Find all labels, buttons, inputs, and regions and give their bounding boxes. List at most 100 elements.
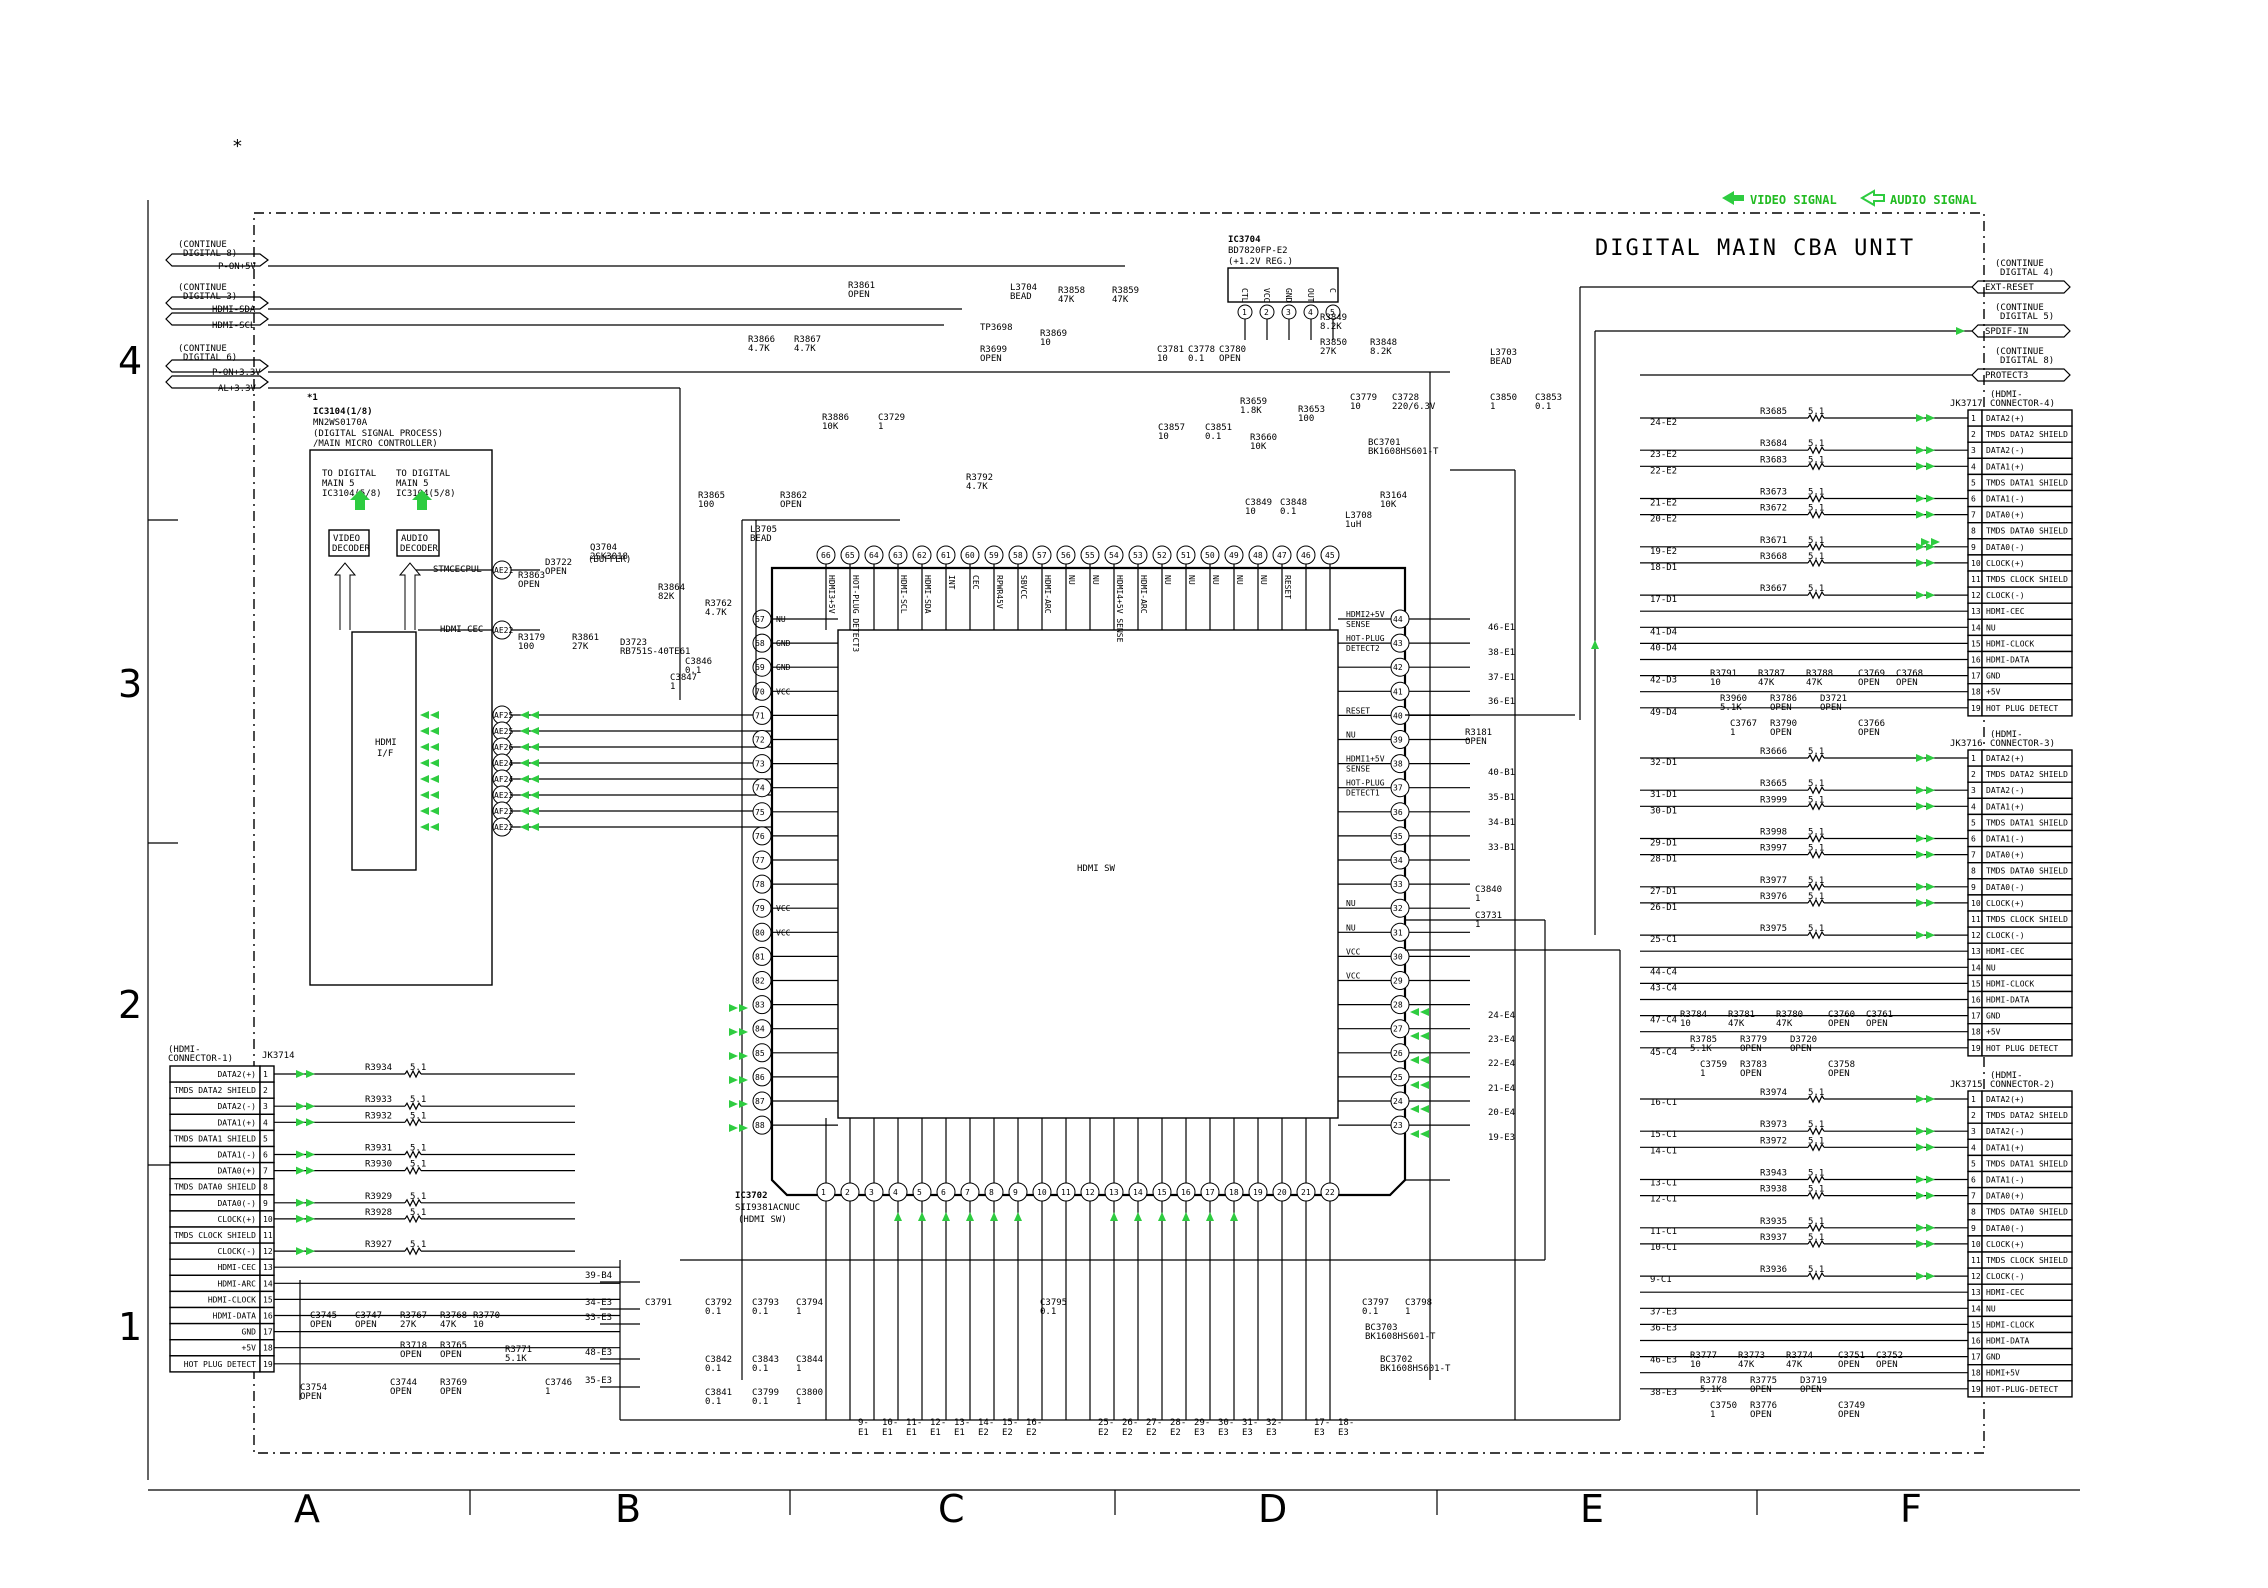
component-ref: R3850 [1320,338,1347,348]
component-ref: C3849 [1245,498,1272,508]
part-ref: C3769 [1858,669,1885,679]
ic3702-top-pin-label: 59 [989,551,999,560]
resistor-value: 5.1 [410,1240,426,1250]
connector-pin-number: 8 [1971,867,1976,876]
resistor-ref: R3975 [1760,924,1787,934]
connector-pin-name: TMDS DATA2 SHIELD [1986,1111,2068,1120]
component-ref: R3865 [698,491,725,501]
connector-pin-name: DATA0(+) [1986,1192,2025,1201]
component-value: 100 [698,500,714,510]
signal-arrow-icon [1916,898,1925,907]
resistor-symbol [404,1117,422,1127]
component-ref: L3704 [1010,283,1037,293]
resistor-ref: R3937 [1760,1233,1787,1243]
resistor-symbol [1807,1175,1825,1184]
net-flag [165,375,269,389]
connector-pin-name: HDMI-ARC [217,1279,256,1288]
signal-arrow-icon [1926,1239,1935,1248]
ic-right-wire-labels: 46-E138-E137-E136-E140-B135-B134-B133-B1… [1410,623,1515,1143]
ic3702-left-pin-label: 82 [755,977,765,986]
wire-label: 34-E3 [585,1298,612,1308]
ic3702-bottom-pin-label: 7 [965,1188,970,1197]
signal-arrow-icon [1926,1191,1935,1200]
signal-arrow-icon [430,823,439,831]
connector-pin-name: DATA2(+) [1986,414,2025,423]
capacitor-ref: C3792 [705,1298,732,1308]
connector-pin-number: 3 [1971,1127,1976,1136]
component-ref: C3853 [1535,393,1562,403]
signal-arrow-icon [1158,1212,1166,1221]
wire-label: 33-E3 [585,1313,612,1323]
component-value: 8.2K [1370,347,1392,357]
part-ref: C3750 [1710,1401,1737,1411]
component-ref: C3848 [1280,498,1307,508]
component-value: BEAD [1010,292,1032,302]
signal-arrow-icon [420,791,429,799]
ic3702-left-pin-label: 80 [755,928,765,937]
resistor-value: 5.1 [410,1192,426,1202]
ic3702-bottom-pin-label: 9 [1013,1188,1018,1197]
ic3702-right-pin-label: 23 [1393,1121,1403,1130]
component-ref: C3846 [685,657,712,667]
resistor-value: 5.1 [1808,407,1824,417]
wire-label: 20-E4 [1488,1108,1515,1118]
ic3702-name: IC3702 [735,1191,768,1201]
ic3702-top-pin-label: 62 [917,551,927,560]
left-bottom-parts: C3745OPENC3747OPENR376727KR376847KR37701… [299,1280,572,1402]
component-ref: L3708 [1345,511,1372,521]
ic3702-top-pin-label: 48 [1253,551,1263,560]
ic3702-left-pin-name: GND [776,639,791,648]
component-value: 10 [1245,507,1256,517]
connector-pin-name: TMDS CLOCK SHIELD [1986,915,2068,924]
connector-pin-number: 3 [263,1102,268,1111]
signal-arrow-icon [1916,542,1925,551]
ic3702-right-pin-name: HOT-PLUG [1346,779,1385,788]
connector-pin-number: 9 [263,1199,268,1208]
net-label-spdif-in: SPDIF-IN [1985,327,2028,337]
row-number-4: 4 [118,339,142,383]
video-decoder-block [328,529,370,557]
part-value: 10 [1710,678,1721,688]
wire-label: 22-E2 [1650,466,1677,476]
ic3702-desc: (HDMI SW) [738,1215,787,1225]
note-mark: *1 [307,393,318,403]
connector-pin-number: 8 [1971,527,1976,536]
wire-label: E2 [1122,1428,1133,1438]
ic3702-right-pin-label: 31 [1393,928,1403,937]
part-value: OPEN [400,1350,422,1360]
signal-arrow-icon [420,759,429,767]
signal-arrow-icon [1916,1127,1925,1136]
ic3702-right-pin-name: SENSE [1346,765,1370,774]
signal-arrow-icon [739,1028,748,1036]
part-ref: C3759 [1700,1060,1727,1070]
ic3702-top-pin-name: HDMI-ARC [1139,575,1148,614]
connector-pin-number: 17 [1971,672,1981,681]
ic3702-top-pin-name: HDMI3+5V [827,575,836,614]
ic3702-right-pin-label: 30 [1393,952,1403,961]
signal-arrows [729,538,1940,1132]
signal-arrow-icon [1926,1127,1935,1136]
part-value: 10 [1690,1360,1701,1370]
part-ref: R3779 [1740,1035,1767,1045]
component-value: 2SK3018 [590,552,628,562]
wire-label: E2 [1146,1428,1157,1438]
component-ref: C3840 [1475,885,1502,895]
signal-arrow-icon [530,711,539,719]
component-value: 27K [572,642,589,652]
signal-arrow-icon [1916,1239,1925,1248]
connector-pin-number: 2 [263,1086,268,1095]
wire-label: 27- [1146,1418,1162,1428]
part-ref: R3785 [1690,1035,1717,1045]
ic3702-right-pin-label: 26 [1393,1049,1403,1058]
part-ref: D3719 [1800,1376,1827,1386]
signal-arrow-icon [1926,591,1935,600]
ic3702-bottom-pin [936,1182,956,1202]
connector-pin-name: +5V [1986,1028,2001,1037]
ic3702-right-pin-label: 44 [1393,615,1403,624]
part-ref: R3765 [440,1341,467,1351]
ic3702-bottom-pin-label: 4 [893,1188,898,1197]
ic3702-center-label: HDMI SW [1077,864,1116,874]
ic3702-left-pin-name: VCC [776,687,791,696]
connector-pin-number: 6 [1971,495,1976,504]
signal-arrow-icon [296,1166,305,1175]
